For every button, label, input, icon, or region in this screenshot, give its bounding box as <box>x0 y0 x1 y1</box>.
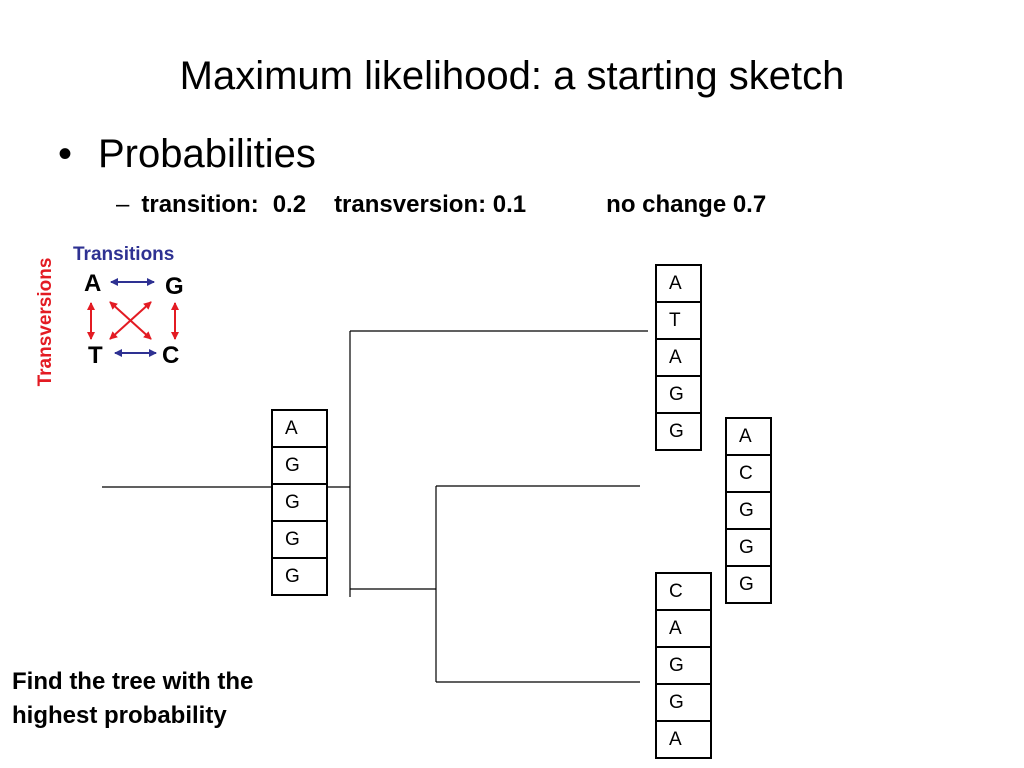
transversion-label: transversion: 0.1 <box>334 191 527 218</box>
bullet-marker: • <box>58 132 73 176</box>
find-line-1: Find the tree with the <box>12 668 254 695</box>
sequence-cell: A <box>657 340 700 377</box>
transition-label: transition: <box>141 191 259 218</box>
sequence-cell: G <box>273 522 326 559</box>
find-line-2: highest probability <box>12 702 227 729</box>
sequence-cell: A <box>657 611 710 648</box>
sequence-cell: A <box>657 266 700 303</box>
bullet-probabilities: • Probabilities <box>58 130 316 178</box>
sequence-leaf1: A T A G G <box>655 264 702 451</box>
sequence-leaf2: A C G G G <box>725 417 772 604</box>
sub-dash: – <box>116 191 130 218</box>
transversions-label: Transversions <box>35 257 56 387</box>
sequence-cell: G <box>657 685 710 722</box>
sequence-cell: G <box>285 566 300 587</box>
sequence-cell: A <box>273 411 326 448</box>
sequence-cell: G <box>739 574 754 595</box>
transition-value: 0.2 <box>272 191 307 218</box>
transversion-arrow-gt <box>109 301 152 340</box>
no-change-label: no change 0.7 <box>606 191 767 218</box>
sequence-cell: G <box>657 377 700 414</box>
sequence-cell: G <box>657 648 710 685</box>
find-tree-note: Find the tree with the highest probabili… <box>12 665 253 733</box>
sequence-cell: G <box>727 530 770 567</box>
base-a: A <box>84 270 102 297</box>
sequence-cell: A <box>669 729 682 750</box>
sequence-root: A G G G G <box>271 409 328 596</box>
bullet-text: Probabilities <box>98 132 316 176</box>
base-c: C <box>162 342 180 369</box>
sequence-cell: G <box>273 485 326 522</box>
transitions-label: Transitions <box>73 244 175 265</box>
sequence-cell: G <box>273 448 326 485</box>
base-t: T <box>88 342 103 369</box>
sequence-cell: G <box>669 421 684 442</box>
probabilities-line: –transition: 0.2 transversion: 0.1 no chang… <box>116 190 766 220</box>
sequence-cell: C <box>657 574 710 611</box>
sequence-cell: C <box>727 456 770 493</box>
slide-title: Maximum likelihood: a starting sketch <box>179 54 845 98</box>
base-g: G <box>165 273 184 300</box>
sequence-cell: T <box>657 303 700 340</box>
sequence-cell: A <box>727 419 770 456</box>
sequence-leaf3: C A G G A <box>655 572 712 759</box>
sequence-cell: G <box>727 493 770 530</box>
